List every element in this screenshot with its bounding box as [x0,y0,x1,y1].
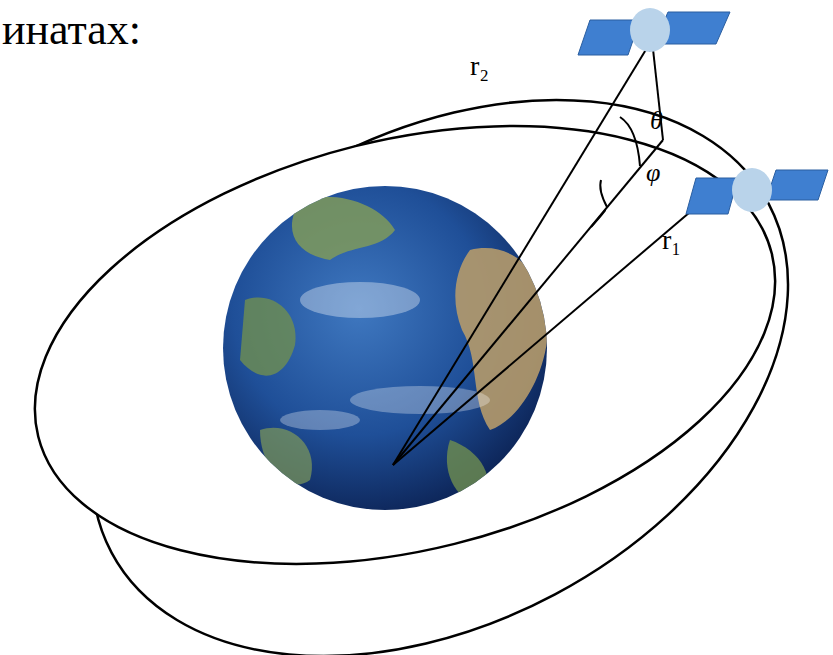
vector-lines [393,40,710,465]
vector-label: r₁ [662,226,681,254]
earth-picture [223,186,548,510]
orbit-ellipse [0,55,821,636]
vector-label: r₂ [470,52,489,80]
angle-label: θ [650,108,663,134]
satellite-picture [578,8,730,55]
slide-heading-fragment: инатах: [2,8,141,52]
angle-label: φ [646,160,660,186]
satellite-picture [686,168,828,214]
